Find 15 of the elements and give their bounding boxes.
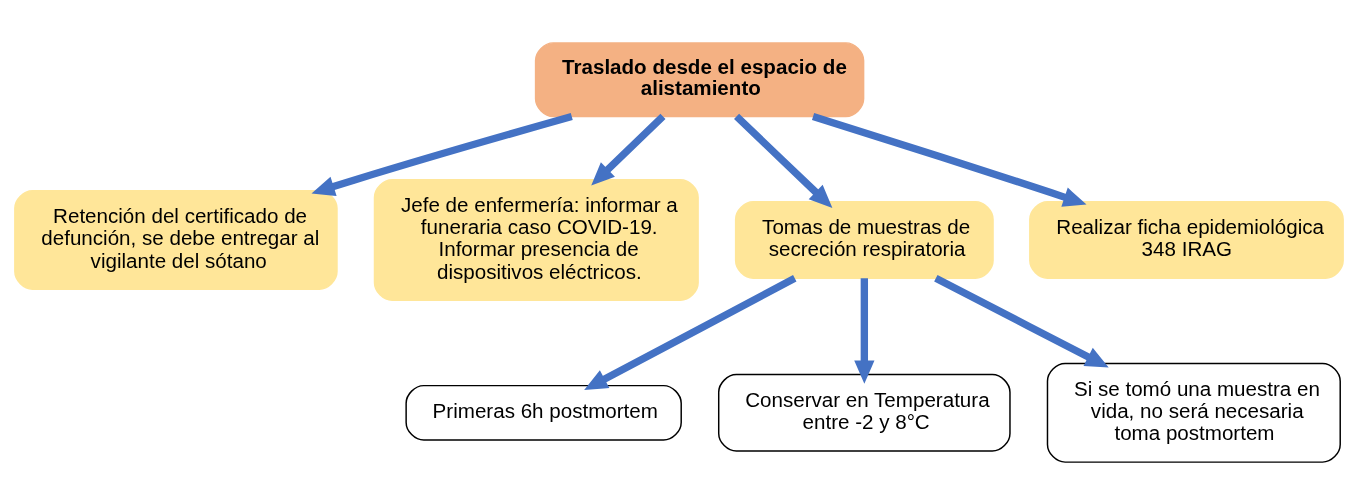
arrow	[584, 274, 797, 390]
node-box: Conservar en Temperatura entre -2 y 8°C	[718, 373, 1011, 452]
node-box: Tomas de muestras de secreción respiratoria	[734, 200, 994, 279]
arrow	[811, 112, 1087, 207]
arrow	[734, 113, 833, 208]
arrow	[854, 277, 875, 384]
node-box: Traslado desde el espacio de alistamiento	[534, 41, 865, 117]
node-box: Si se tomó una muestra en vida, no será necesaria toma postmortem	[1046, 362, 1341, 463]
node-box: Realizar ficha epidemiológica 348 IRAG	[1029, 200, 1344, 279]
node-box: Jefe de enfermería: informar a funeraria caso COVID-19. Informar presencia de dispositivos eléctricos.	[373, 178, 699, 301]
arrow	[934, 274, 1109, 367]
arrow	[311, 112, 573, 196]
node-box: Retención del certificado de defunción, se debe entregar al vigilante del sótano	[14, 189, 338, 290]
node-box: Primeras 6h postmortem	[405, 384, 682, 441]
arrow	[591, 113, 666, 186]
